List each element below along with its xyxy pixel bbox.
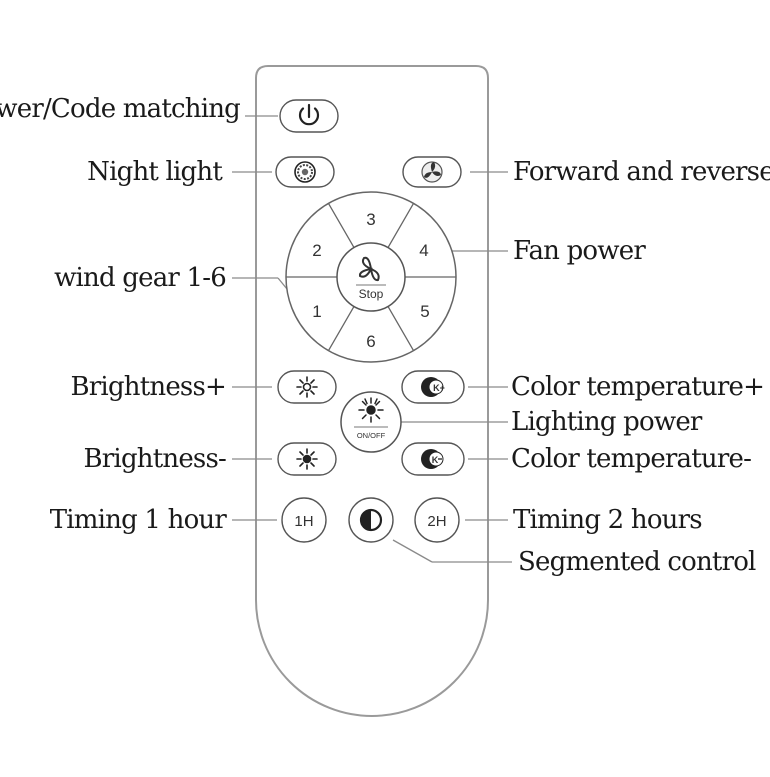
label-night-light: Night light: [87, 157, 223, 187]
fan-icon: [358, 256, 380, 282]
gear-3-button[interactable]: 3: [366, 210, 375, 229]
sun-icon: [358, 397, 384, 423]
power-icon: [298, 103, 320, 126]
label-fan-power: Fan power: [513, 236, 646, 266]
timer-1h-button[interactable]: 1H: [281, 497, 327, 543]
fan-power-button[interactable]: Stop: [336, 242, 406, 312]
label-color-temp-plus: Color temperature+: [511, 372, 764, 402]
label-brightness-minus: Brightness-: [84, 444, 227, 474]
gear-2-button[interactable]: 2: [312, 241, 321, 260]
color-temp-minus-button[interactable]: K: [401, 442, 465, 476]
stop-label: Stop: [359, 287, 384, 301]
leader-lines: [232, 115, 512, 563]
timer-1h-label: 1H: [294, 513, 313, 530]
brightness-plus-button[interactable]: [277, 370, 337, 404]
color-temperature-icon: [421, 377, 444, 397]
segmented-control-button[interactable]: [348, 497, 394, 543]
label-color-temp-minus: Color temperature-: [511, 444, 751, 474]
label-brightness-plus: Brightness+: [71, 372, 227, 402]
forward-reverse-button[interactable]: [402, 156, 462, 188]
color-temperature-icon: [421, 449, 444, 469]
label-segmented: Segmented control: [518, 547, 756, 577]
timer-2h-label: 2H: [427, 513, 446, 530]
k-plus-label: K+: [433, 383, 445, 393]
night-light-button[interactable]: [275, 156, 335, 188]
color-temp-plus-button[interactable]: K+: [401, 370, 465, 404]
power-button[interactable]: [279, 99, 339, 133]
onoff-label: ON/OFF: [357, 431, 386, 440]
gear-6-button[interactable]: 6: [366, 332, 375, 351]
night-light-icon: [294, 161, 316, 183]
fan-blade-icon: [421, 161, 443, 183]
label-wind-gear: wind gear 1-6: [54, 263, 226, 293]
gear-1-button[interactable]: 1: [312, 302, 321, 321]
label-lighting-power: Lighting power: [511, 407, 703, 437]
label-forward-reverse: Forward and reverse: [513, 157, 770, 187]
timer-2h-button[interactable]: 2H: [414, 497, 460, 543]
brightness-minus-button[interactable]: [277, 442, 337, 476]
label-timing-2: Timing 2 hours: [513, 505, 702, 535]
lighting-power-button[interactable]: ON/OFF: [340, 391, 402, 453]
gear-5-button[interactable]: 5: [420, 302, 429, 321]
k-minus-label: K: [432, 455, 439, 465]
label-power-code: Power/Code matching: [0, 94, 240, 124]
half-circle-icon: [359, 508, 383, 532]
sun-icon: [296, 376, 318, 398]
label-timing-1: Timing 1 hour: [50, 505, 228, 535]
gear-4-button[interactable]: 4: [419, 241, 428, 260]
sun-icon: [296, 448, 318, 470]
